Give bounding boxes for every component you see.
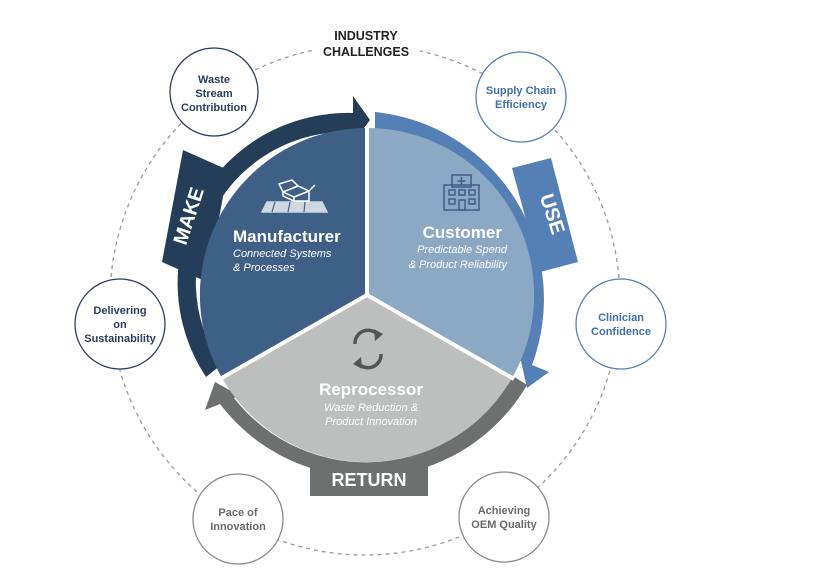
reprocessor-sub2: Product Innovation — [325, 416, 417, 428]
reprocessor-title: Reprocessor — [319, 380, 423, 399]
supply-line1: Supply Chain — [486, 85, 557, 97]
return-label: RETURN — [332, 470, 407, 490]
pace-line1: Pace of — [218, 507, 257, 519]
challenge-clinician: Clinician Confidence — [575, 278, 667, 370]
supply-line2: Efficiency — [495, 99, 548, 111]
waste-line2: Stream — [195, 88, 233, 100]
header-line2: CHALLENGES — [323, 45, 409, 59]
challenge-oem-quality: Achieving OEM Quality — [458, 471, 550, 563]
clinician-line2: Confidence — [591, 326, 651, 338]
waste-line3: Contribution — [181, 102, 247, 114]
challenge-pace-innovation: Pace of Innovation — [192, 473, 284, 565]
manufacturer-sub2: & Processes — [233, 262, 295, 274]
sustain-line3: Sustainability — [84, 333, 156, 345]
oem-line1: Achieving — [478, 505, 531, 517]
challenge-supply-chain: Supply Chain Efficiency — [475, 51, 567, 143]
oem-line2: OEM Quality — [471, 519, 537, 531]
customer-segment — [367, 127, 535, 379]
sustain-line1: Delivering — [93, 305, 146, 317]
conveyor-icon — [260, 179, 329, 213]
return-arrow: RETURN — [205, 376, 527, 496]
reprocessor-sub1: Waste Reduction & — [324, 402, 418, 414]
waste-line1: Waste — [198, 74, 230, 86]
clinician-line1: Clinician — [598, 312, 644, 324]
customer-sub1: Predictable Spend — [417, 244, 508, 256]
pace-line2: Innovation — [210, 521, 266, 533]
recycle-icon — [353, 328, 383, 370]
manufacturer-segment — [199, 127, 367, 379]
manufacturer-sub1: Connected Systems — [233, 248, 332, 260]
challenge-waste-stream: Waste Stream Contribution — [169, 47, 259, 137]
customer-sub2: & Product Reliability — [409, 259, 509, 271]
challenge-sustainability: Delivering on Sustainability — [74, 278, 166, 370]
sustain-line2: on — [113, 319, 127, 331]
customer-title: Customer — [423, 223, 503, 242]
manufacturer-title: Manufacturer — [233, 227, 341, 246]
hospital-icon — [443, 174, 480, 211]
header-line1: INDUSTRY — [334, 29, 398, 43]
